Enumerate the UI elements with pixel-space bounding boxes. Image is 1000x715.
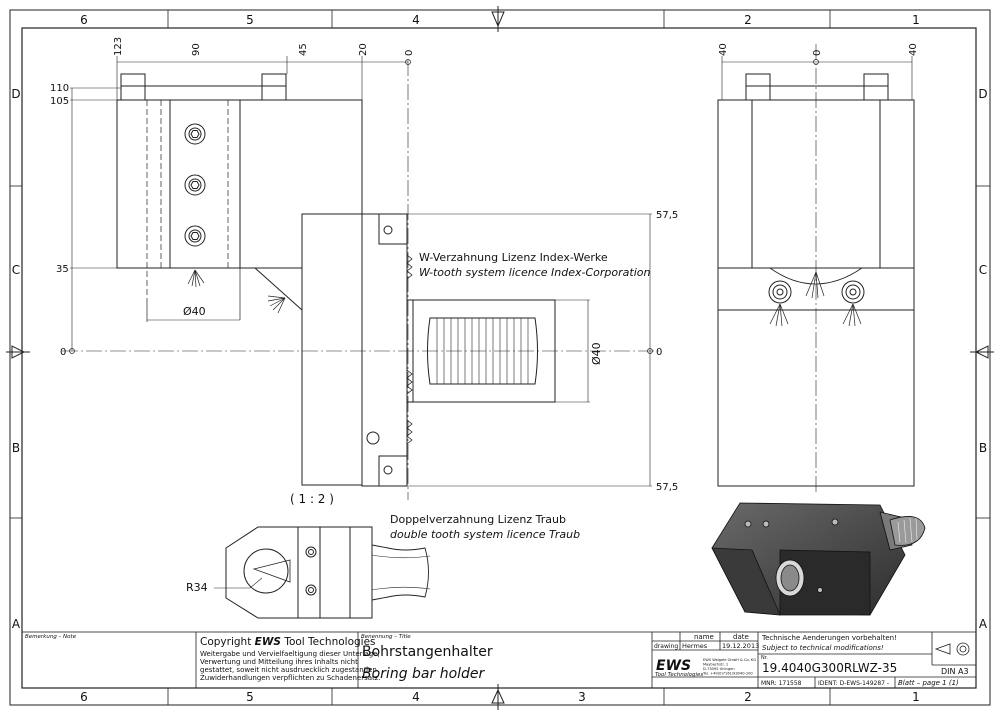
company-line: Maybachstr. 1: [703, 663, 728, 667]
row-label: B: [979, 441, 987, 455]
ews-logo-sub: Tool Technologies: [655, 672, 703, 678]
dim-label: 110: [50, 83, 69, 94]
nr-label: Nr.: [761, 655, 768, 661]
dim-label: 45: [298, 43, 309, 56]
dim-label: 0: [656, 347, 662, 358]
col-label: 5: [246, 690, 254, 704]
front-view: [62, 56, 660, 500]
company-line: D-73095 Uhingen: [703, 667, 735, 671]
copyright-line: Weitergabe und Vervielfaeltigung dieser …: [200, 650, 380, 658]
col-date-label: date: [733, 633, 749, 641]
copyright-line: gestattet, soweit nicht ausdruecklich zu…: [200, 666, 379, 674]
col-label: 6: [80, 13, 88, 27]
coolant-nozzle-icon: [768, 280, 792, 304]
note-double-tooth-de: Doppelverzahnung Lizenz Traub: [390, 513, 566, 526]
dim-label: 57,5: [656, 210, 678, 221]
dim-label: 0: [60, 347, 66, 358]
frame-labels: 6 5 4 2 1 6 5 4 3 2 1 D C B A D C B A: [11, 13, 988, 704]
col-label: 6: [80, 690, 88, 704]
col-label: 3: [578, 690, 586, 704]
projection-circle-icon: [956, 642, 970, 656]
top-view-labels: R34 Doppelverzahnung Lizenz Traub double…: [186, 513, 580, 594]
row-label: B: [12, 441, 20, 455]
row-label: D: [11, 87, 20, 101]
drawer-date: 19.12.2013: [722, 642, 759, 650]
top-view: [214, 526, 431, 619]
row-label: D: [978, 87, 987, 101]
screw-icon: [184, 123, 206, 145]
col-label: 4: [412, 690, 420, 704]
title-de: Bohrstangenhalter: [362, 644, 493, 660]
bore-diameter: Ø40: [183, 305, 206, 318]
dim-label: 57,5: [656, 482, 678, 493]
ident-value: IDENT: D-EWS-149287 -: [818, 680, 889, 687]
paper-format: DIN A3: [941, 667, 969, 676]
col-label: 2: [744, 690, 752, 704]
dim-label: 105: [50, 96, 69, 107]
part-number: 19.4040G300RLWZ-35: [762, 661, 897, 675]
dim-label: 0: [812, 50, 823, 56]
col-name-label: name: [694, 633, 714, 641]
title-en: Boring bar holder: [362, 666, 486, 682]
change-note-en: Subject to technical modifications!: [762, 644, 884, 652]
front-view-dimensions: 123 90 45 20 0 110 105 35 0 57,5 0 57,5 …: [50, 37, 678, 506]
copyright-line: Zuwiderhandlungen verpflichten zu Schade…: [200, 674, 381, 682]
note-w-tooth-de: W-Verzahnung Lizenz Index-Werke: [419, 251, 608, 264]
title-block: [21, 631, 977, 689]
col-label: 1: [912, 690, 920, 704]
screw-icon: [184, 174, 206, 196]
dim-label: 123: [113, 37, 124, 56]
coolant-nozzle-icon: [841, 280, 865, 304]
projection-cone-icon: [934, 643, 951, 655]
note-double-tooth-en: double tooth system licence Traub: [390, 528, 580, 541]
col-label: 1: [912, 13, 920, 27]
company-line: EWS Weigele GmbH & Co. KG: [703, 658, 756, 662]
dim-label: 20: [358, 43, 369, 56]
side-view: [717, 44, 915, 495]
ews-logo: EWS: [656, 658, 691, 674]
dim-label: 90: [191, 43, 202, 56]
title-block-text: Bemerkung – Note Copyright EWS Tool Tech…: [25, 633, 969, 687]
copyright-title: Copyright EWS Tool Technologies: [200, 636, 376, 648]
row-label: A: [979, 617, 988, 631]
title-label: Benennung – Title: [361, 634, 411, 640]
company-line: Tel. +49(0)7161/93040-100: [702, 672, 753, 676]
copyright-line: Verwertung und Mitteilung ihres Inhalts …: [200, 658, 358, 666]
dim-label: 35: [56, 264, 69, 275]
screw-icon: [184, 225, 206, 247]
sheet-number: Blatt – page 1 (1): [898, 679, 959, 687]
row-label: A: [12, 617, 21, 631]
mnr-value: MNR: 171558: [761, 680, 802, 687]
remark-label: Bemerkung – Note: [25, 634, 77, 640]
dim-label: 40: [718, 43, 729, 56]
dim-label: 0: [404, 50, 415, 56]
row-drawing-label: drawing: [654, 643, 678, 650]
row-label: C: [12, 263, 20, 277]
dim-label: 40: [908, 43, 919, 56]
change-note-de: Technische Aenderungen vorbehalten!: [761, 634, 897, 642]
row-label: C: [979, 263, 987, 277]
col-label: 5: [246, 13, 254, 27]
drawer-name: Hermes: [682, 642, 708, 650]
side-view-dimensions: 40 0 40: [718, 43, 919, 56]
col-label: 2: [744, 13, 752, 27]
col-label: 4: [412, 13, 420, 27]
isometric-view-image: [711, 502, 926, 616]
note-w-tooth-en: W-tooth system licence Index-Corporation: [419, 266, 650, 279]
shank-diameter: Ø40: [590, 342, 603, 365]
radius-label: R34: [186, 581, 208, 594]
scale-label: ( 1 : 2 ): [290, 492, 334, 506]
